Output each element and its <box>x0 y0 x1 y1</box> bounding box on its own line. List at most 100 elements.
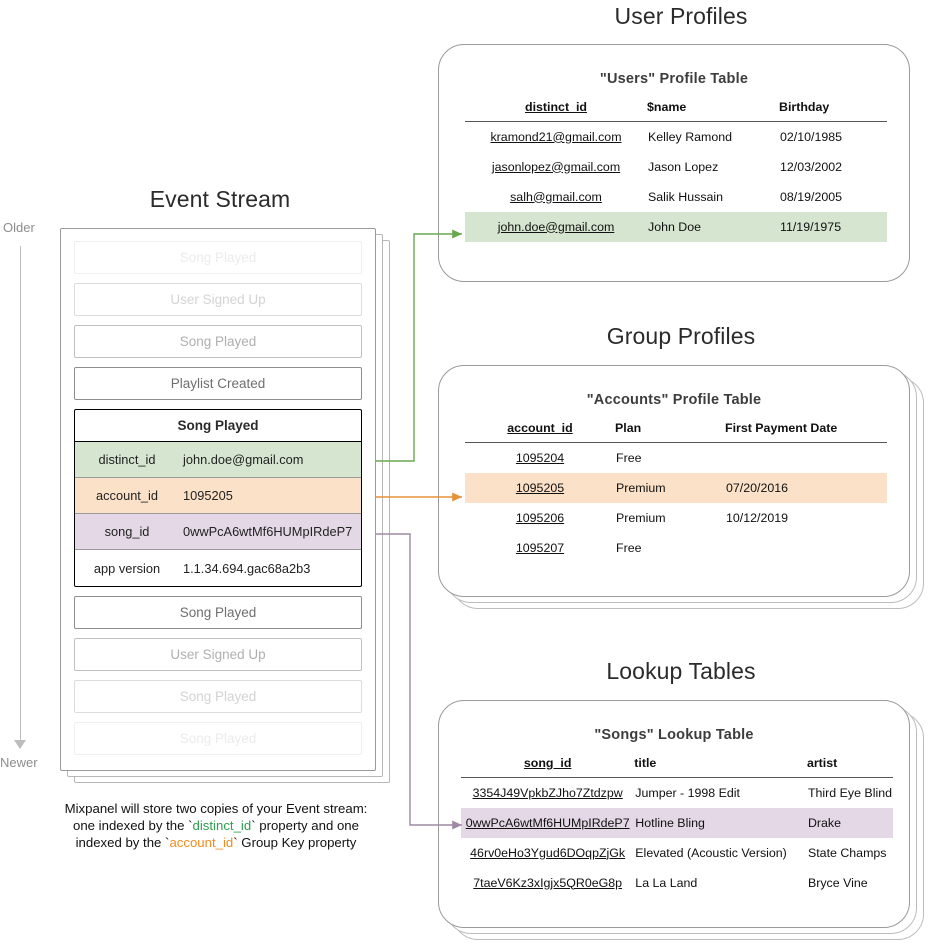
event-item[interactable]: User Signed Up <box>74 283 362 316</box>
table-row[interactable]: 1095207 Free <box>465 533 887 563</box>
table-cell: La La Land <box>635 875 698 890</box>
event-item[interactable]: Song Played <box>74 241 362 274</box>
column-header: distinct_id <box>525 100 587 114</box>
column-header: $name <box>647 100 687 114</box>
event-item-label: Song Played <box>179 731 257 746</box>
songs-table: song_id title artist 3354J49VpkbZJho7Ztdzp… <box>461 756 893 898</box>
key-link[interactable]: kramond21@gmail.com <box>490 129 622 144</box>
event-item[interactable]: Song Played <box>74 325 362 358</box>
table-cell: Hotline Bling <box>634 807 807 838</box>
table-row[interactable]: 3354J49VpkbZJho7Ztdzpw Jumper - 1998 Edit… <box>461 778 893 808</box>
heading-user-profiles: User Profiles <box>614 3 748 29</box>
table-cell-key: 1095205 <box>465 472 615 503</box>
axis-arrow-icon <box>14 740 26 749</box>
key-link[interactable]: 3354J49VpkbZJho7Ztdzpw <box>472 785 623 800</box>
table-cell: 11/19/1975 <box>779 211 887 242</box>
songs-header-row: song_id title artist <box>461 756 893 778</box>
column-header: First Payment Date <box>725 421 838 435</box>
songs-table-body: 3354J49VpkbZJho7Ztdzpw Jumper - 1998 Edit… <box>461 778 893 898</box>
event-item-label: Song Played <box>179 250 257 265</box>
key-link[interactable]: 1095205 <box>515 480 565 495</box>
table-cell-key: 46rv0eHo3Ygud6DOqpZjGk <box>461 838 634 868</box>
axis-label-newer: Newer <box>0 755 38 770</box>
event-item[interactable]: Playlist Created <box>74 367 362 400</box>
column-header: Birthday <box>779 100 830 114</box>
table-cell: 12/03/2002 <box>780 159 843 174</box>
event-property-value: 1.1.34.694.gac68a2b3 <box>183 560 311 576</box>
event-item[interactable]: Song Played <box>74 596 362 629</box>
event-item[interactable]: Song Played <box>74 680 362 713</box>
key-link[interactable]: 0wwPcA6wtMf6HUMpIRdeP7 <box>465 815 630 830</box>
column-header: Plan <box>615 421 642 435</box>
caption-token-distinct-id: distinct_id <box>192 818 252 833</box>
table-cell-key: john.doe@gmail.com <box>465 211 647 242</box>
caption-line-2-suffix: ` property and one <box>251 818 359 833</box>
caption-line-3-prefix: indexed by the ` <box>75 835 170 850</box>
table-cell-key: jasonlopez@gmail.com <box>465 152 647 182</box>
heading-group-profiles: Group Profiles <box>606 323 756 349</box>
table-cell: Free <box>616 450 642 465</box>
table-row[interactable]: 1095204 Free <box>465 443 887 473</box>
table-cell: Free <box>616 540 642 555</box>
table-cell: John Doe <box>647 211 779 242</box>
column-header: song_id <box>523 756 572 770</box>
caption-token-account-id: account_id <box>169 835 234 850</box>
column-header: artist <box>806 756 838 770</box>
caption-line-2-prefix: one indexed by the ` <box>73 818 193 833</box>
lookup-tables-panel: "Songs" Lookup Table song_id title artist … <box>438 700 928 950</box>
key-link[interactable]: 1095207 <box>515 540 565 555</box>
table-cell-key: kramond21@gmail.com <box>465 122 647 152</box>
accounts-table-title: "Accounts" Profile Table <box>586 392 762 408</box>
caption-line-3-suffix: ` Group Key property <box>233 835 357 850</box>
key-link[interactable]: 46rv0eHo3Ygud6DOqpZjGk <box>470 845 626 860</box>
users-table-wrap: distinct_id $name Birthday kramond21@gmail… <box>439 100 909 242</box>
songs-lookup-card: "Songs" Lookup Table song_id title artist … <box>438 700 910 928</box>
event-item[interactable]: Song Played <box>74 722 362 755</box>
table-cell-key: 1095207 <box>465 533 615 563</box>
table-cell: State Champs <box>807 845 887 860</box>
expanded-event-name: Song Played <box>75 410 361 442</box>
table-cell: Jumper - 1998 Edit <box>635 785 740 800</box>
stream-caption: Mixpanel will store two copies of your E… <box>38 800 394 851</box>
event-item-label: User Signed Up <box>170 292 266 307</box>
key-link[interactable]: jasonlopez@gmail.com <box>491 159 621 174</box>
event-property-key: distinct_id <box>98 452 156 467</box>
table-cell-key: 1095206 <box>465 503 615 533</box>
event-property-value: 1095205 <box>183 488 233 503</box>
key-link[interactable]: 7taeV6Kz3xIgjx5QR0eG8p <box>473 875 623 890</box>
songs-table-title: "Songs" Lookup Table <box>594 727 754 743</box>
column-header: title <box>634 756 657 770</box>
heading-event-stream: Event Stream <box>149 186 291 212</box>
key-link[interactable]: salh@gmail.com <box>510 189 602 204</box>
key-link[interactable]: 1095204 <box>515 450 565 465</box>
key-link[interactable]: 1095206 <box>515 510 565 525</box>
axis-label-older: Older <box>3 220 35 235</box>
users-table-head: distinct_id $name Birthday <box>465 100 887 122</box>
key-link[interactable]: john.doe@gmail.com <box>497 219 615 234</box>
table-cell: Drake <box>806 807 893 838</box>
event-item[interactable]: User Signed Up <box>74 638 362 671</box>
